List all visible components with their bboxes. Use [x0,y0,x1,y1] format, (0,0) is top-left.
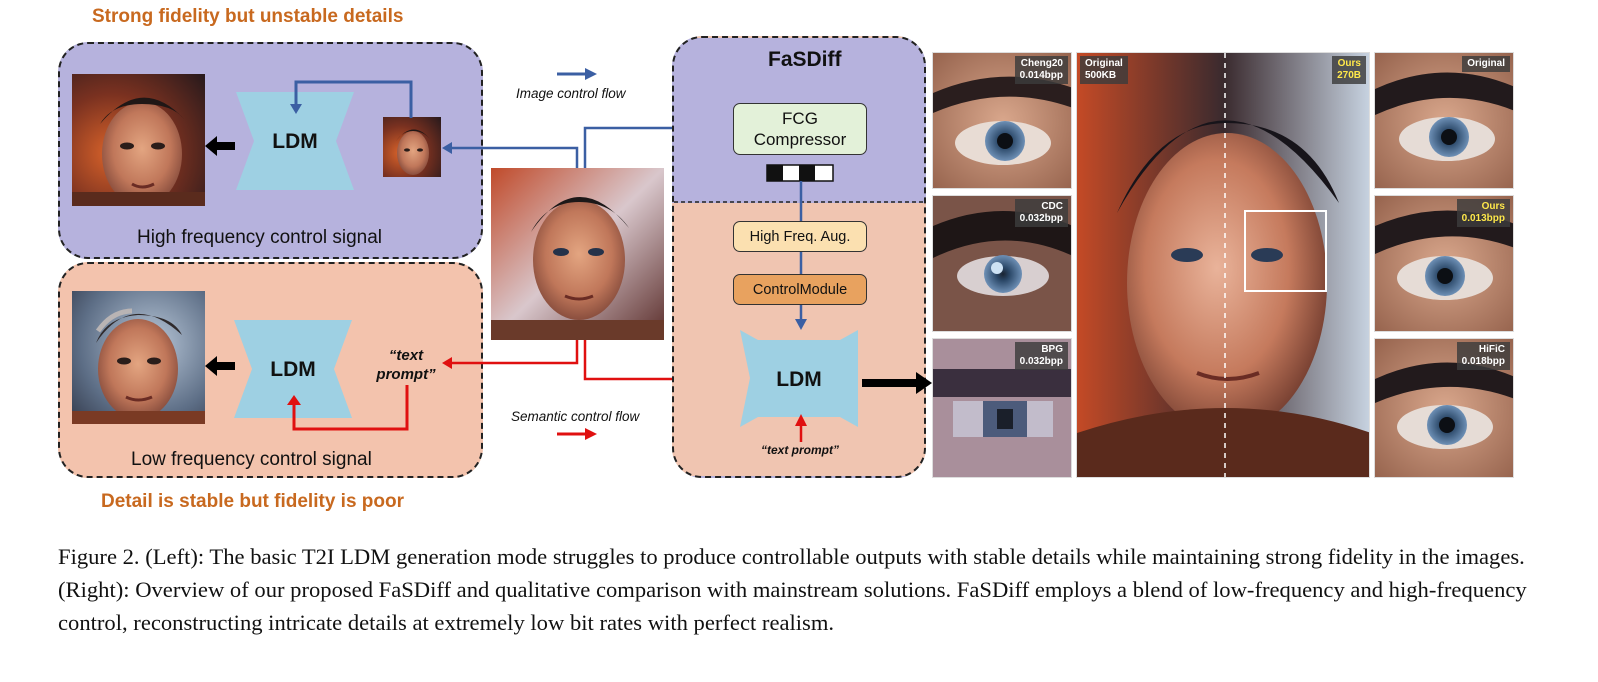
high-frequency-label: High frequency control signal [137,227,383,248]
figure-caption: Figure 2. (Left): The basic T2I LDM gene… [58,544,1527,635]
right-original-name: Original [1467,58,1505,69]
cheng20-name: Cheng20 [1020,58,1063,69]
cdc-rate: 0.032bpp [1019,213,1063,224]
hific-rate: 0.018bpp [1461,356,1505,367]
right-ours-rate: 0.013bpp [1461,213,1505,224]
high-output-arrow [205,136,235,156]
fasdiff-text-prompt: “text prompt” [761,443,839,457]
input-portrait [491,168,664,340]
original-crop: Original [1374,52,1514,189]
center-original-name: Original [1085,58,1123,69]
low-frequency-label: Low frequency control signal [131,449,372,470]
semantic-control-flow-label: Semantic control flow [511,409,640,424]
fasdiff-output-arrow [862,372,932,394]
fcg-compressor-box: FCG Compressor [733,103,867,155]
high-ldm-label: LDM [272,130,318,153]
high-feedback-arrow [290,80,413,118]
center-original-size: 500KB [1085,70,1117,81]
aug-to-control-line [799,252,803,274]
control-module-box: ControlModule [733,274,867,305]
bpg-rate: 0.032bpp [1019,356,1063,367]
low-ldm-label: LDM [270,358,316,381]
low-text-prompt: “text prompt” [376,347,436,383]
fcg-to-aug-line [799,181,803,221]
cheng20-rate: 0.014bpp [1019,70,1063,81]
low-prompt-arrow [287,385,409,431]
high-ldm-shape [236,92,354,190]
bpg-name: BPG [1041,344,1063,355]
high-frequency-output-portrait [72,74,205,206]
bottom-heading: Detail is stable but fidelity is poor [101,491,404,512]
cdc-name: CDC [1041,201,1063,212]
semantic-flow-legend-arrow [557,428,597,440]
image-flow-legend-arrow [557,68,597,80]
bitstream-icon [766,164,834,182]
top-heading: Strong fidelity but unstable details [92,6,404,27]
flow-connectors [442,122,728,369]
center-ours-size: 270B [1337,70,1361,81]
right-ours-name: Ours [1481,201,1505,212]
center-ours-name: Ours [1337,58,1361,69]
prompt-to-ldm-arrow [795,414,807,442]
image-control-flow-label: Image control flow [516,86,626,101]
fasdiff-ldm-shape [740,330,858,427]
fasdiff-title: FaSDiff [768,48,842,71]
low-output-arrow [205,356,235,376]
low-ldm-shape [234,320,352,418]
fasdiff-ldm-label: LDM [776,368,822,391]
high-frequency-input-thumbnail [383,117,441,177]
high-freq-aug-box: High Freq. Aug. [733,221,867,252]
low-frequency-output-portrait [72,291,205,424]
hific-name: HiFiC [1478,344,1505,355]
control-to-ldm-arrow [795,305,807,330]
